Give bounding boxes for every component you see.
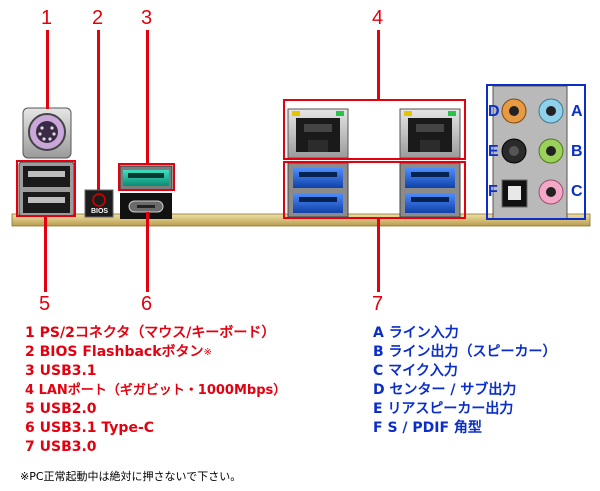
legend-item-ps2: 1 PS/2コネクタ（マウス/キーボード） bbox=[25, 325, 276, 341]
legend-audio-e: E リアスピーカー出力 bbox=[373, 401, 514, 417]
legend-audio-d: D センター / サブ出力 bbox=[373, 382, 517, 398]
usb31-highlight-box bbox=[118, 163, 175, 191]
bios-button-label: BIOS bbox=[90, 208, 109, 215]
legend-item-lan: 4 LANポート（ギガビット・1000Mbps） bbox=[25, 383, 287, 398]
callout-line-6 bbox=[146, 212, 149, 292]
callout-4: 4 bbox=[372, 7, 384, 29]
legend-audio-a: A ライン入力 bbox=[373, 325, 459, 341]
callout-line-3 bbox=[146, 30, 149, 164]
callout-2: 2 bbox=[92, 7, 104, 29]
audio-label-f: F bbox=[488, 183, 498, 200]
legend-item-usb31: 3 USB3.1 bbox=[25, 363, 97, 379]
callout-line-2 bbox=[97, 30, 100, 190]
usb3-ports-right bbox=[399, 162, 461, 218]
legend-item-bios: 2 BIOS Flashbackボタン※ bbox=[25, 343, 212, 362]
usb3-highlight-box bbox=[283, 161, 466, 219]
footnote: ※PC正常起動中は絶対に押さないで下さい。 bbox=[20, 470, 242, 483]
audio-label-d: D bbox=[488, 103, 500, 120]
legend-item-usb2: 5 USB2.0 bbox=[25, 401, 97, 417]
callout-line-7 bbox=[377, 219, 380, 292]
callout-6: 6 bbox=[141, 293, 153, 315]
callout-3: 3 bbox=[141, 7, 153, 29]
callout-7: 7 bbox=[372, 293, 384, 315]
legend-item-type-c: 6 USB3.1 Type-C bbox=[25, 420, 155, 436]
usb31-port bbox=[119, 165, 173, 191]
lan-highlight-box bbox=[283, 99, 466, 160]
legend-item-usb30: 7 USB3.0 bbox=[25, 439, 97, 455]
legend-bios-text: 2 BIOS Flashbackボタン bbox=[25, 344, 204, 360]
legend-audio-f: F S / PDIF 角型 bbox=[373, 420, 482, 436]
lan-port-left bbox=[287, 108, 349, 159]
audio-label-b: B bbox=[571, 143, 583, 160]
callout-5: 5 bbox=[39, 293, 51, 315]
callout-1: 1 bbox=[41, 7, 53, 29]
ps2-highlight-box bbox=[16, 160, 76, 217]
audio-jack-panel bbox=[492, 85, 568, 220]
usb31-type-c-port bbox=[120, 193, 172, 219]
audio-highlight-box bbox=[486, 84, 586, 220]
callout-line-5 bbox=[44, 217, 47, 292]
legend-audio-c: C マイク入力 bbox=[373, 363, 458, 379]
callout-line-1 bbox=[46, 30, 49, 109]
audio-label-a: A bbox=[571, 103, 583, 120]
bios-flashback-button bbox=[84, 189, 114, 218]
audio-label-c: C bbox=[571, 183, 583, 200]
legend-audio-b: B ライン出力（スピーカー） bbox=[373, 344, 557, 360]
legend-bios-mark: ※ bbox=[203, 347, 212, 358]
audio-label-e: E bbox=[488, 143, 499, 160]
callout-line-4 bbox=[377, 30, 380, 100]
ps2-port bbox=[22, 107, 72, 159]
